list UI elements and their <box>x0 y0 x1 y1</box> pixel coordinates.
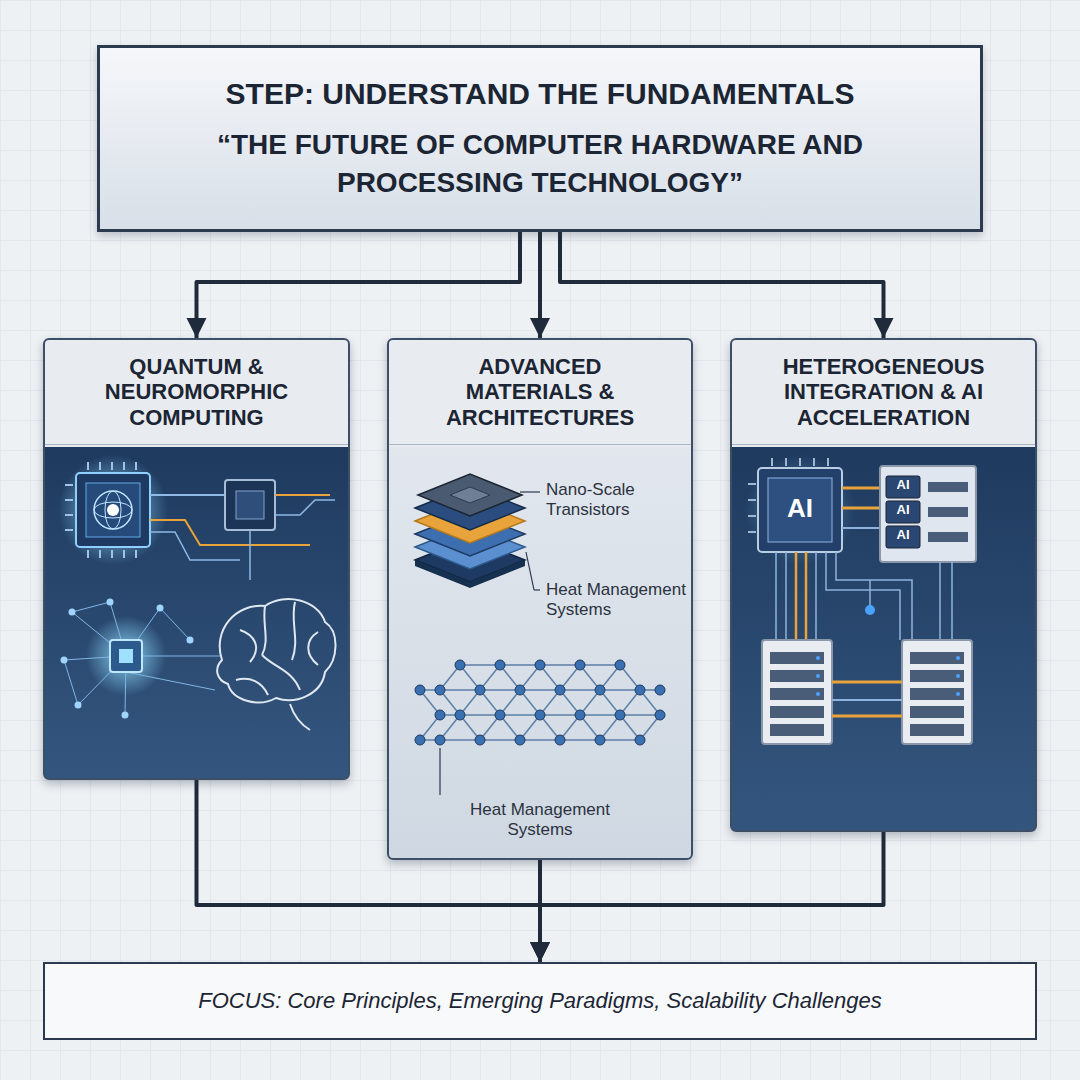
server-art <box>762 640 972 744</box>
focus-box: FOCUS: Core Principles, Emerging Paradig… <box>43 962 1037 1040</box>
text-holder: FOCUS: Core Principles, Emerging Paradig… <box>182 980 898 1022</box>
panel-heading: HETEROGENEOUS INTEGRATION & AI ACCELERAT… <box>759 354 1009 430</box>
panel-heading: ADVANCED MATERIALS & ARCHITECTURES <box>415 354 665 430</box>
part-label: Nano-Scale Transistors <box>546 480 686 519</box>
layer-stack-art <box>415 474 540 590</box>
flow-arrow <box>560 232 884 338</box>
focus-note: FOCUS: Core Principles, Emerging Paradig… <box>198 988 882 1014</box>
chip-label: AI <box>886 478 920 493</box>
subtitle: “THE FUTURE OF COMPUTER HARDWARE AND PRO… <box>210 126 870 202</box>
panel-header: HETEROGENEOUS INTEGRATION & AI ACCELERAT… <box>732 340 1035 445</box>
topic-panel: QUANTUM & NEUROMORPHIC COMPUTING <box>43 338 350 780</box>
step-heading: STEP: UNDERSTAND THE FUNDAMENTALS <box>226 76 855 112</box>
chip-label: AI <box>886 503 920 518</box>
quantum-chip-art <box>58 455 335 580</box>
brain-art <box>217 599 335 730</box>
panel-header: ADVANCED MATERIALS & ARCHITECTURES <box>389 340 691 445</box>
part-label: Heat Management Systems <box>455 800 625 839</box>
topic-panel: HETEROGENEOUS INTEGRATION & AI ACCELERAT… <box>730 338 1037 832</box>
flow-arrow <box>197 232 521 338</box>
ai-chip-art <box>745 455 912 640</box>
chip-label: AI <box>768 494 832 524</box>
flow-arrow <box>538 232 542 338</box>
text-holder: STEP: UNDERSTAND THE FUNDAMENTALS “THE FU… <box>190 64 890 214</box>
panel-header: QUANTUM & NEUROMORPHIC COMPUTING <box>45 340 348 445</box>
panel-heading: QUANTUM & NEUROMORPHIC COMPUTING <box>72 354 322 430</box>
title-box: STEP: UNDERSTAND THE FUNDAMENTALS “THE FU… <box>97 45 983 232</box>
lattice-art <box>415 660 665 795</box>
part-label: Heat Management Systems <box>546 580 686 619</box>
chip-label: AI <box>886 528 920 543</box>
ai-module-art <box>880 466 976 640</box>
neuromorphic-network-art <box>61 599 221 719</box>
